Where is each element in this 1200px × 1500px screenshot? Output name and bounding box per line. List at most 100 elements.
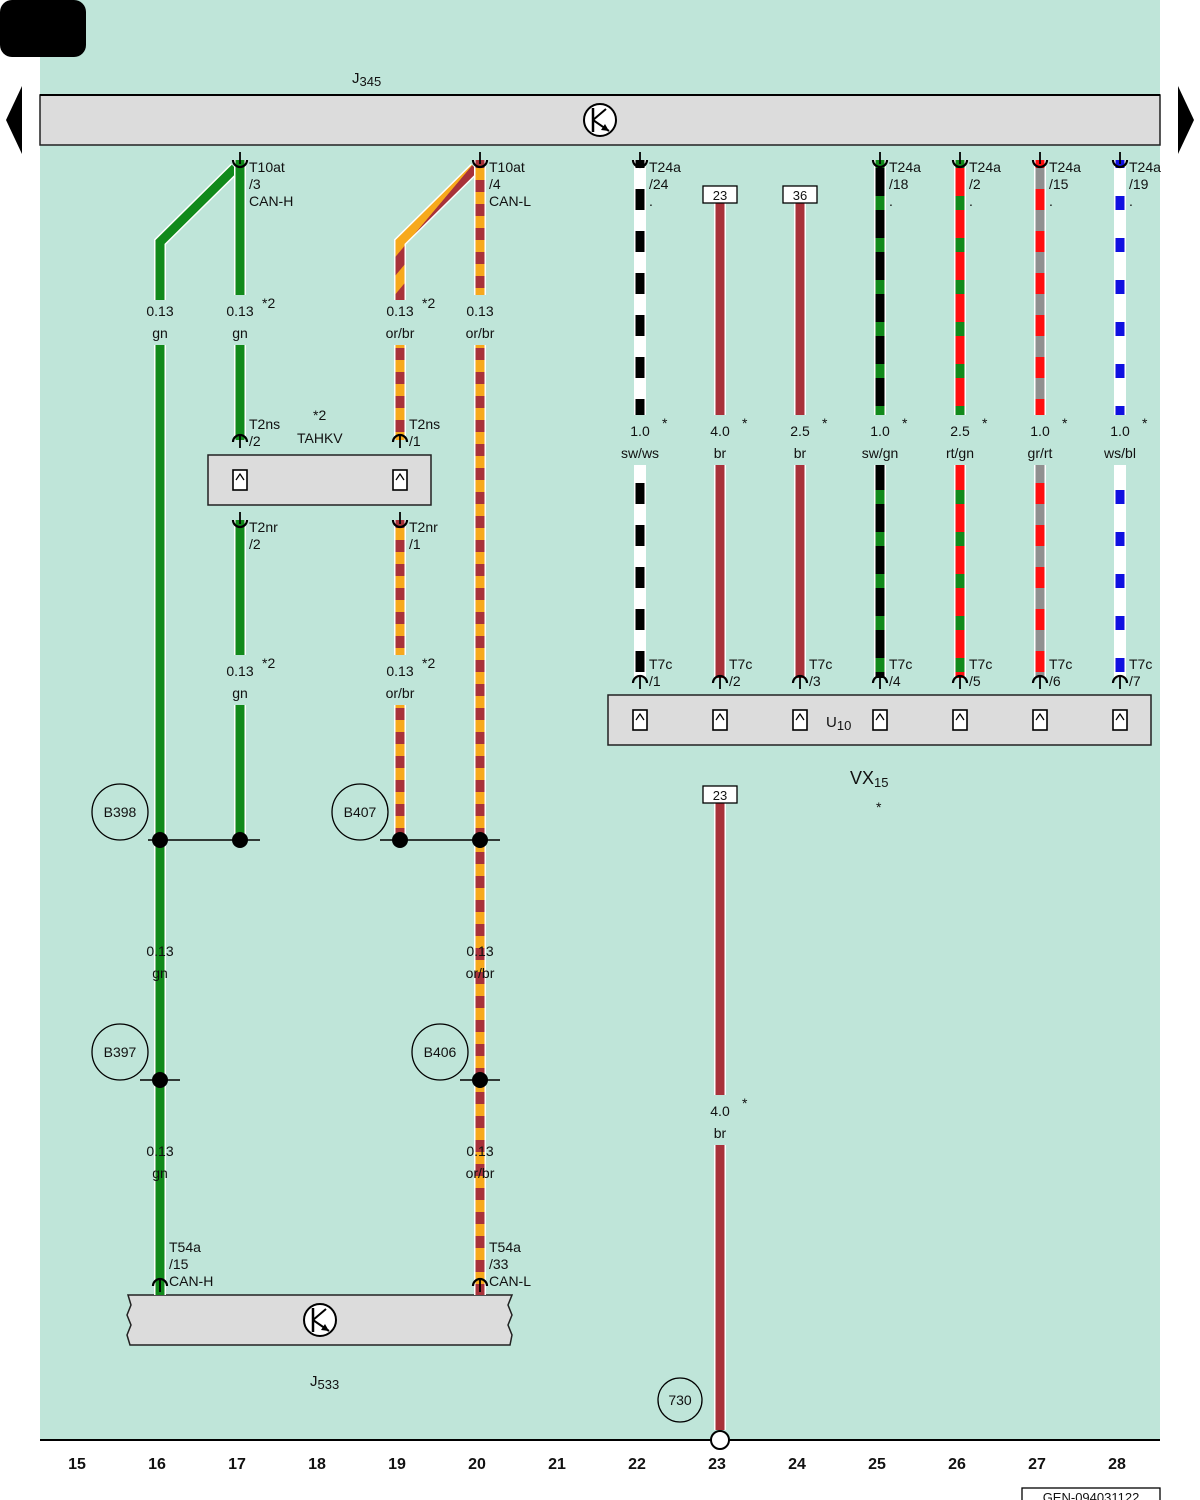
wire-size-label: 0.13 [466, 303, 493, 319]
splice-b406[interactable]: B406 [411, 1023, 469, 1081]
wire-size-label: 0.13 [146, 1143, 173, 1159]
pin-label: /2 [729, 673, 741, 689]
terminal-icon [872, 709, 888, 731]
pin-label: /3 [249, 176, 261, 192]
svg-text:23: 23 [713, 788, 727, 803]
column-number: 25 [868, 1456, 886, 1473]
wire-segment [1115, 465, 1125, 678]
pin-label: . [649, 193, 653, 209]
svg-text:730: 730 [668, 1392, 692, 1408]
wire-size-label: 1.0 [870, 423, 890, 439]
wire-size-label: 2.5 [790, 423, 810, 439]
terminal-icon [1112, 709, 1128, 731]
wire-segment [395, 520, 405, 655]
terminal-arrow-icon [715, 712, 725, 721]
connector-pin-icon [231, 433, 249, 443]
pin-label: T24a [969, 159, 1001, 175]
connector-pin-icon [391, 433, 409, 443]
connector-pin-icon [471, 159, 489, 169]
wire-segment [955, 465, 965, 678]
column-number: 20 [468, 1456, 486, 1473]
next-page-arrow-icon[interactable] [1178, 86, 1194, 154]
previous-page-arrow-icon[interactable] [6, 86, 22, 154]
pin-label: T7c [809, 656, 832, 672]
splice-b407[interactable]: B407 [331, 783, 389, 841]
splice-b397[interactable]: B397 [91, 1023, 149, 1081]
pin-label: /18 [889, 176, 909, 192]
pin-label: CAN-L [489, 1273, 531, 1289]
wire-size-label: 4.0 [710, 423, 730, 439]
connector-pin-icon [1111, 159, 1129, 169]
wire-color-label: or/br [466, 1165, 495, 1181]
pin-label: T7c [889, 656, 912, 672]
pin-label: /2 [249, 536, 261, 552]
wire-segment [235, 345, 245, 440]
wire-segment [475, 160, 485, 295]
control-unit-symbol-icon [303, 1303, 337, 1337]
wire-size-label: 0.13 [146, 943, 173, 959]
pin-label: /3 [809, 673, 821, 689]
column-number: 27 [1028, 1456, 1046, 1473]
wire-color-label: or/br [466, 965, 495, 981]
wire-size-label: 0.13 [386, 663, 413, 679]
wire-note: *2 [262, 655, 275, 671]
wire-segment [715, 203, 725, 415]
terminal-arrow-icon [955, 712, 965, 721]
pin-label: CAN-L [489, 193, 531, 209]
splice-b398[interactable]: B398 [91, 783, 149, 841]
vx15-note: * [876, 799, 882, 815]
pin-label: . [889, 193, 893, 209]
wire-note: * [742, 415, 748, 431]
wire-size-label: 1.0 [630, 423, 650, 439]
wire-size-label: 1.0 [1030, 423, 1050, 439]
svg-text:B406: B406 [424, 1044, 457, 1060]
pin-label: /6 [1049, 673, 1061, 689]
pin-label: /4 [889, 673, 901, 689]
pin-label: /1 [409, 536, 421, 552]
connector-pin-icon [631, 159, 649, 169]
pin-label: /7 [1129, 673, 1141, 689]
wire-note: * [902, 415, 908, 431]
pin-label: /19 [1129, 176, 1149, 192]
wire-segment [475, 345, 485, 1295]
wire-color-label: gn [152, 325, 168, 341]
pin-label: T24a [889, 159, 921, 175]
pin-label: T7c [1049, 656, 1072, 672]
tahkv-note: *2 [313, 407, 326, 423]
pin-label: /1 [409, 433, 421, 449]
column-number: 28 [1108, 1456, 1126, 1473]
pin-label: /4 [489, 176, 501, 192]
reference-box-23-mid[interactable]: 23 [702, 785, 738, 804]
wire-note: *2 [422, 655, 435, 671]
wire-color-label: gn [152, 1165, 168, 1181]
connector-pin-icon [231, 159, 249, 169]
pin-label: T54a [489, 1239, 521, 1255]
column-number: 22 [628, 1456, 646, 1473]
page-tab-marker [0, 0, 86, 57]
connector-pin-icon [791, 674, 809, 684]
terminal-icon [232, 469, 248, 491]
u10-label: U10 [826, 714, 851, 733]
terminal-icon [632, 709, 648, 731]
connector-pin-icon [951, 159, 969, 169]
reference-box-36-top[interactable]: 36 [782, 185, 818, 204]
wire-note: * [982, 415, 988, 431]
wire-color-label: sw/gn [862, 445, 899, 461]
connector-pin-icon [391, 519, 409, 529]
pin-label: T24a [1049, 159, 1081, 175]
ground-point-730[interactable]: 730 [657, 1377, 703, 1423]
wire-note: *2 [262, 295, 275, 311]
terminal-arrow-icon [235, 472, 245, 481]
pin-label: . [969, 193, 973, 209]
pin-label: /2 [249, 433, 261, 449]
column-number: 26 [948, 1456, 966, 1473]
reference-box-23-top[interactable]: 23 [702, 185, 738, 204]
pin-label: T10at [489, 159, 525, 175]
wire-note: * [1062, 415, 1068, 431]
connector-pin-icon [871, 159, 889, 169]
pin-label: T2ns [409, 416, 440, 432]
wire-segment [235, 160, 245, 295]
wires-layer [140, 152, 1129, 1450]
